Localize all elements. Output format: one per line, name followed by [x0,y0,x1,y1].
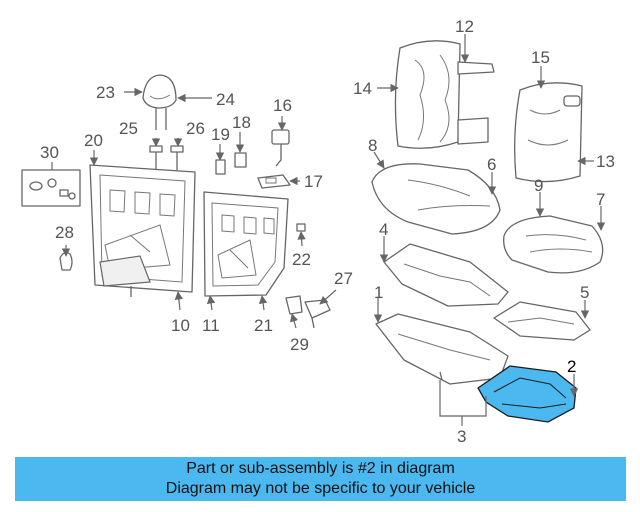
callout-26: 26 [186,119,205,138]
headrest[interactable] [142,74,177,130]
fastener-cluster[interactable] [21,169,81,207]
callout-9: 9 [534,176,543,195]
callout-24: 24 [216,90,235,109]
callout-30: 30 [40,143,59,162]
hinge-29[interactable] [285,295,303,315]
latch-16[interactable] [271,129,290,167]
right-seat-frame-highlighted[interactable] [477,365,577,423]
headrest-guide-25[interactable] [149,145,163,170]
callout-20: 20 [84,131,103,150]
callout-7: 7 [596,190,605,209]
left-seatback-frame[interactable] [89,164,196,297]
left-seat-pad[interactable] [383,243,509,307]
callout-12: 12 [455,17,474,36]
banner-line-disclaimer: Diagram may not be specific to your vehi… [165,480,476,497]
callout-22: 22 [292,250,311,269]
callout-6: 6 [487,155,496,174]
callout-29: 29 [290,335,309,354]
callout-4: 4 [379,220,388,239]
callout-11: 11 [202,316,220,335]
banner-line-part-number: Part or sub-assembly is #2 in diagram [186,460,455,477]
left-seat-cushion[interactable] [371,163,501,235]
callout-16: 16 [273,96,292,115]
right-seat-cushion[interactable] [503,215,604,274]
callout-19: 19 [211,125,230,144]
latch-cover-17[interactable] [257,174,291,189]
callout-21: 21 [254,316,273,335]
callout-14: 14 [353,79,372,98]
info-banner: Part or sub-assembly is #2 in diagram Di… [15,457,626,501]
callout-15: 15 [531,48,550,67]
callout-18: 18 [232,113,251,132]
right-seatback-cushion[interactable] [514,82,583,183]
clip-22[interactable] [296,223,306,232]
left-seatback-cushion[interactable] [394,40,495,149]
headrest-guide-26[interactable] [170,145,184,170]
callout-17: 17 [304,172,323,191]
callout-25: 25 [119,119,138,138]
right-seat-pad[interactable] [493,301,591,341]
callout-13: 13 [596,152,615,171]
bracket-19[interactable] [215,159,226,175]
bolt-27[interactable] [304,299,331,329]
right-seatback-frame[interactable] [203,191,289,297]
callout-8: 8 [368,136,377,155]
bracket-18[interactable] [234,152,247,168]
callout-labels: 1 2 3 4 5 6 7 8 9 10 11 12 13 14 15 16 1… [40,17,615,446]
callout-1: 1 [374,283,383,302]
callout-5: 5 [580,283,589,302]
callout-23: 23 [96,83,115,102]
callout-2[interactable]: 2 [567,357,576,376]
seat-parts-diagram: 1 2 3 4 5 6 7 8 9 10 11 12 13 14 15 16 1… [21,17,615,446]
callout-10: 10 [171,316,190,335]
callout-27: 27 [334,269,353,288]
callout-28: 28 [55,223,74,242]
leader-lines [51,34,606,426]
callout-3: 3 [457,427,466,446]
left-seat-frame[interactable] [375,313,509,385]
